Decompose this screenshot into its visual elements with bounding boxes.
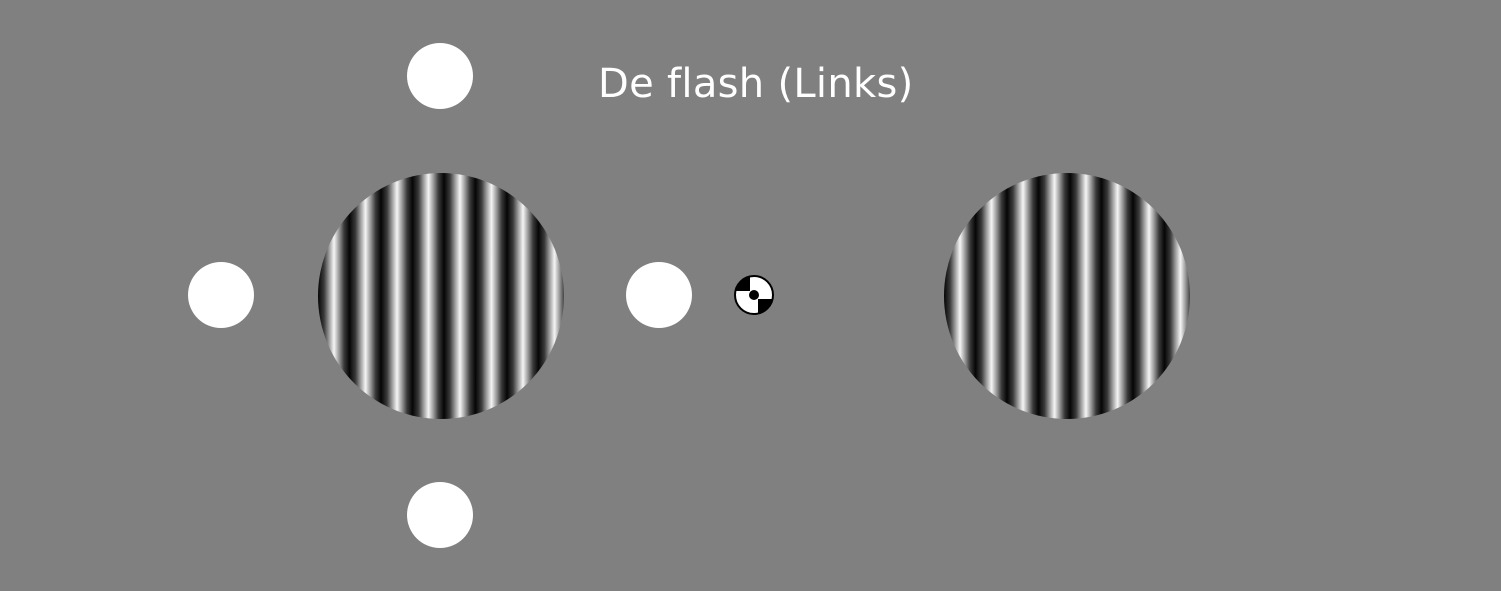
flash-label: De flash (Links) [598, 61, 914, 107]
grating-right [944, 173, 1190, 419]
flash-marker-right [626, 262, 692, 328]
flash-marker-bottom [407, 482, 473, 548]
flash-marker-top [407, 43, 473, 109]
fixation-cross-icon [734, 275, 774, 315]
flash-marker-left [188, 262, 254, 328]
grating-left [318, 173, 564, 419]
